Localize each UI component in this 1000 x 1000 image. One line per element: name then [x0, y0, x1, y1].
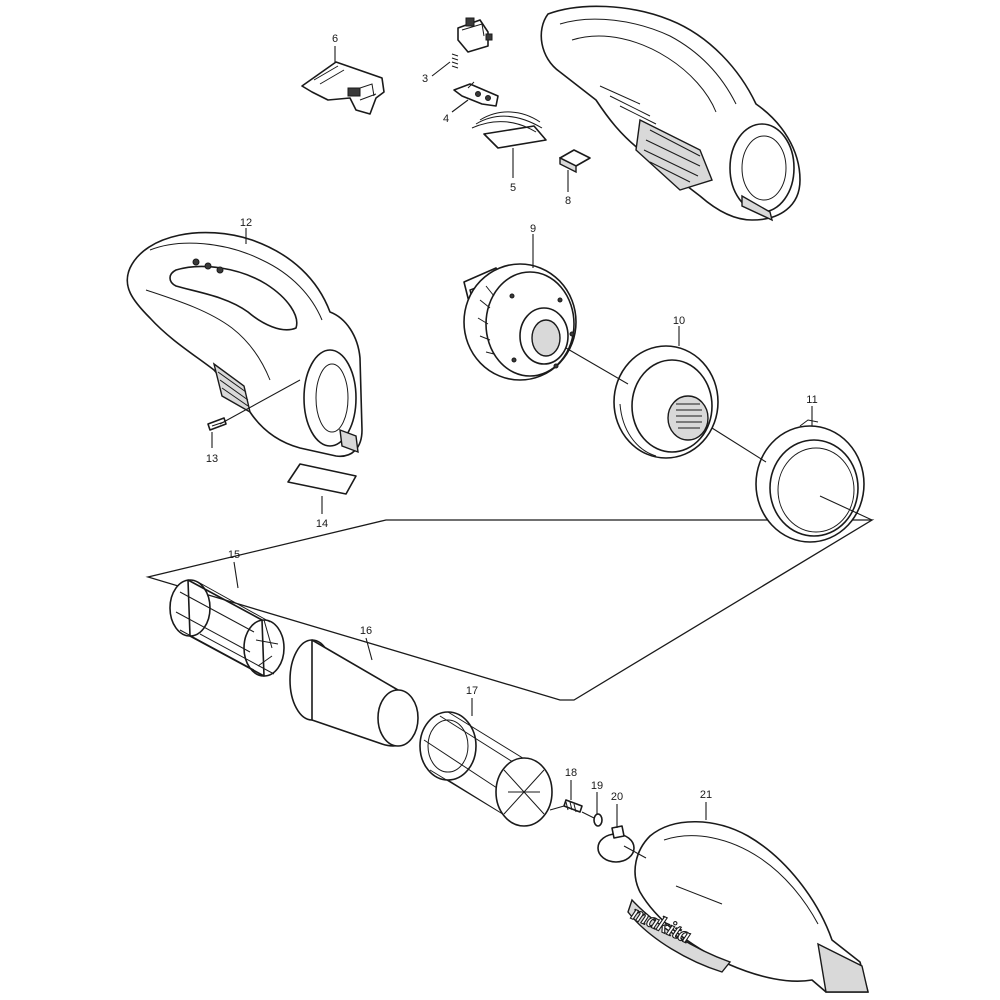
part-17-filter-basket	[419, 711, 553, 827]
part-8-pad	[559, 149, 591, 174]
part-label-17: 17	[466, 685, 478, 697]
part-14-label	[287, 463, 357, 495]
part-9-motor	[463, 263, 577, 381]
part-5-lead-wires	[471, 111, 547, 149]
part-label-5: 5	[510, 182, 516, 194]
part-1-housing-half	[540, 5, 801, 222]
part-label-3: 3	[422, 73, 428, 85]
part-10-fan-cover	[613, 345, 719, 459]
part-label-11: 11	[806, 394, 817, 406]
part-label-13: 13	[206, 453, 218, 465]
part-11-ring	[755, 419, 865, 543]
assembly-frame	[145, 519, 875, 701]
part-label-21: 21	[700, 789, 712, 801]
part-6-switch-plate	[301, 61, 385, 115]
part-18-screw	[563, 799, 583, 813]
part-label-9: 9	[530, 223, 536, 235]
part-label-8: 8	[565, 195, 571, 207]
part-label-4: 4	[443, 113, 449, 125]
part-label-19: 19	[591, 780, 603, 792]
part-number-labels: 3 4 5 6 8 9 10 11 12 13 14 15 16 17 18 1…	[206, 33, 818, 803]
part-label-18: 18	[565, 767, 577, 779]
part-2-switch	[457, 17, 493, 53]
part-19-washer	[593, 813, 603, 827]
part-label-15: 15	[228, 549, 240, 561]
part-3-spring	[451, 53, 459, 69]
leader-lines	[211, 46, 873, 859]
part-label-12: 12	[240, 217, 252, 229]
part-label-6: 6	[332, 33, 338, 45]
part-label-20: 20	[611, 791, 623, 803]
part-label-14: 14	[316, 518, 328, 530]
part-15-filter-cage	[169, 579, 285, 677]
part-label-16: 16	[360, 625, 372, 637]
part-16-filter-cone	[289, 639, 419, 747]
part-13-screw	[207, 417, 227, 431]
part-20-valve	[597, 825, 635, 863]
part-4-lever	[453, 81, 499, 107]
part-21-nozzle: makita	[627, 821, 869, 993]
part-label-10: 10	[673, 315, 685, 327]
part-12-housing-handle	[126, 231, 363, 457]
